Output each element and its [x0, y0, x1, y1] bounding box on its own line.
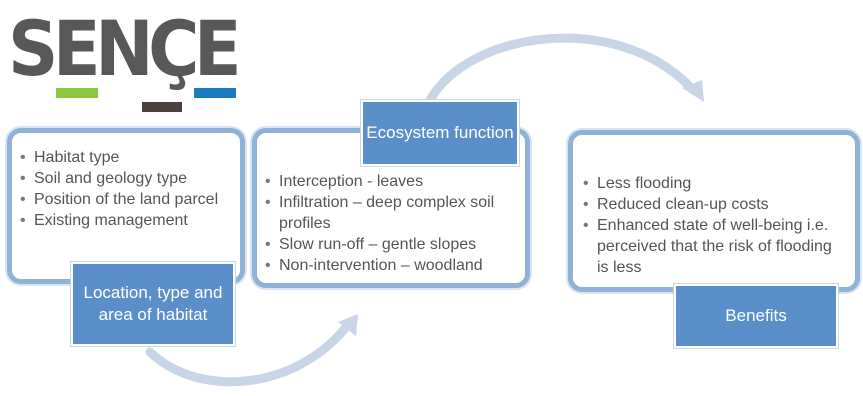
list-item: Position of the land parcel: [20, 189, 232, 210]
logo-text: SENÇE: [8, 4, 242, 93]
list-item: Slow run-off – gentle slopes: [265, 234, 517, 255]
arrow-top: [425, 33, 698, 105]
logo-blue-bar: [194, 88, 236, 98]
ecosystem-list: Interception - leaves Infiltration – dee…: [265, 171, 517, 276]
list-item: Habitat type: [20, 147, 232, 168]
habitat-list: Habitat type Soil and geology type Posit…: [20, 147, 232, 231]
list-item: Existing management: [20, 210, 232, 231]
list-item: Infiltration – deep complex soil profile…: [265, 192, 517, 234]
arrow-bottom-head: [338, 314, 358, 336]
list-item: Interception - leaves: [265, 171, 517, 192]
benefits-box: Less flooding Reduced clean-up costs Enh…: [568, 130, 860, 292]
sence-logo: SENÇE: [8, 4, 248, 112]
arrow-bottom: [145, 317, 355, 387]
habitat-box: Habitat type Soil and geology type Posit…: [7, 128, 245, 284]
arrow-top-head: [682, 80, 704, 102]
logo-green-bar: [56, 88, 98, 98]
benefits-label: Benefits: [674, 284, 838, 348]
benefits-list: Less flooding Reduced clean-up costs Enh…: [583, 173, 847, 278]
list-item: Enhanced state of well-being i.e. percei…: [583, 215, 847, 278]
list-item: Non-intervention – woodland: [265, 255, 517, 276]
habitat-label: Location, type and area of habitat: [71, 262, 235, 346]
ecosystem-label: Ecosystem function: [361, 100, 519, 166]
list-item: Soil and geology type: [20, 168, 232, 189]
list-item: Less flooding: [583, 173, 847, 194]
logo-brown-bar: [142, 102, 182, 112]
list-item: Reduced clean-up costs: [583, 194, 847, 215]
